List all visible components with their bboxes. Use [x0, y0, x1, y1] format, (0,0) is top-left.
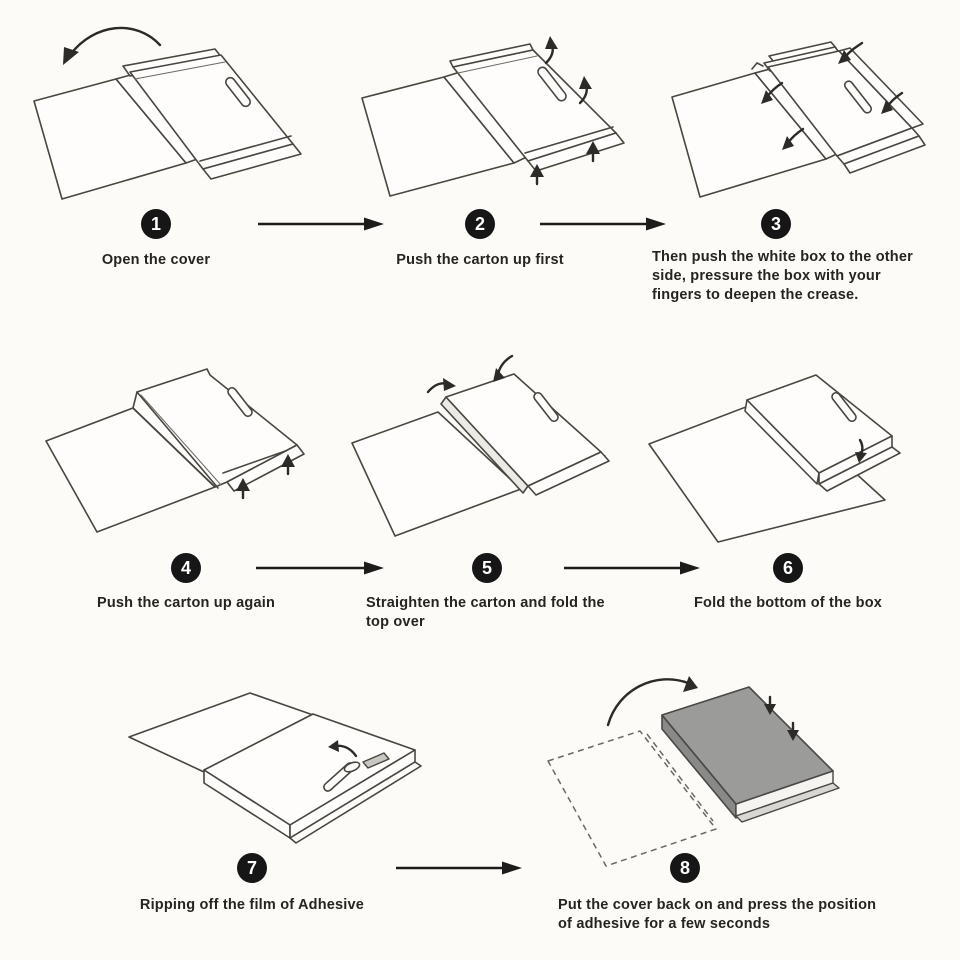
flow-arrow-2-3: [538, 216, 668, 232]
step-caption-4: Push the carton up again: [96, 595, 275, 611]
figure-step1-open-cover: [10, 5, 310, 210]
figure-step2-push-carton-up: [340, 5, 640, 210]
flow-arrow-1-2: [256, 216, 386, 232]
cover-outline-dashed: [547, 730, 717, 867]
figure-step3-press-crease: [640, 5, 950, 205]
step-caption-6: Fold the bottom of the box: [693, 595, 883, 611]
figure-step4-push-carton-up-again: [20, 345, 320, 550]
rotate-arrow: [606, 678, 690, 727]
step-badge-4: 4: [171, 553, 201, 583]
box-lid: [661, 686, 834, 805]
step-badge-1: 1: [141, 209, 171, 239]
step-badge-5: 5: [472, 553, 502, 583]
peel-tab: [343, 761, 361, 773]
step-caption-3: Then push the white box to the other sid…: [652, 249, 913, 303]
fold-arrow: [496, 354, 514, 376]
step-caption-7: Ripping off the film of Adhesive: [139, 897, 365, 913]
rotate-arrow: [68, 26, 162, 57]
step-caption-1: Open the cover: [101, 252, 211, 268]
flow-arrow-7-8: [394, 860, 524, 876]
step-caption-5: Straighten the carton and fold the top o…: [366, 595, 605, 630]
step-badge-7: 7: [237, 853, 267, 883]
step-badge-2: 2: [465, 209, 495, 239]
flow-arrow-4-5: [254, 560, 386, 576]
figure-step6-fold-bottom: [620, 360, 940, 550]
figure-step5-straighten-fold-top: [330, 340, 630, 550]
figure-step7-rip-adhesive-film: [100, 660, 445, 860]
flow-arrow-5-6: [562, 560, 702, 576]
adhesive-strip: [362, 752, 390, 769]
step-badge-3: 3: [761, 209, 791, 239]
step-caption-2: Push the carton up first: [396, 252, 564, 268]
step-caption-8: Put the cover back on and press the posi…: [558, 897, 877, 932]
figure-step8-cover-back-on: [530, 655, 930, 870]
step-badge-8: 8: [670, 853, 700, 883]
step-badge-6: 6: [773, 553, 803, 583]
